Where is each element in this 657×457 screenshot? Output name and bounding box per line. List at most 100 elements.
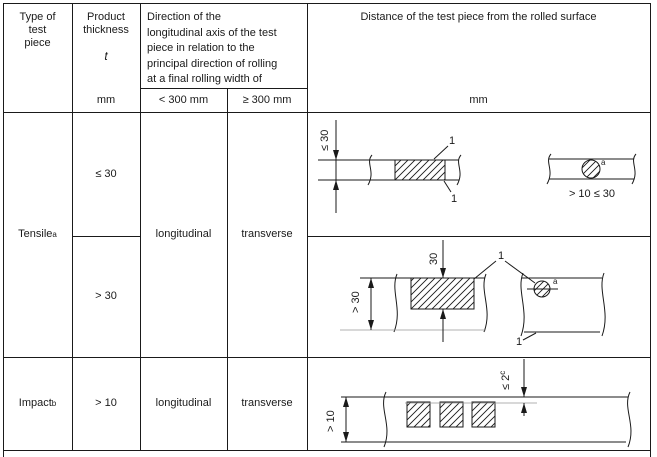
break-line [456, 154, 462, 186]
arrowhead-down [343, 432, 349, 442]
cell-tensile-direction-ge300: transverse [241, 228, 293, 240]
table-gridline [140, 88, 308, 89]
thickness-dim-label: > 30 [350, 291, 362, 313]
footnote-ref-a: a [601, 158, 606, 167]
thickness-dimension: > 10 [325, 396, 386, 443]
arrowhead-up [368, 278, 374, 288]
cell-impact-direction-lt300: longitudinal [155, 397, 212, 409]
arrowhead-down [333, 150, 339, 160]
round-piece-plate: a [520, 272, 606, 337]
footnote-ref-c: c [498, 371, 507, 375]
edge-distance-value: ≤ 2 [500, 375, 512, 390]
table-gridline [227, 88, 228, 451]
round-piece-range-label: > 10 ≤ 30 [569, 188, 615, 200]
impact-test-piece [471, 401, 496, 428]
table-gridline [3, 112, 651, 113]
break-line [367, 154, 373, 186]
round-test-piece [533, 280, 551, 298]
header-line: at a final rolling width of [147, 73, 262, 85]
break-line [393, 273, 398, 333]
header-line: Direction of the [147, 11, 221, 23]
table-gridline [72, 236, 141, 237]
column-header-direction: Direction of the longitudinal axis of th… [141, 4, 307, 93]
break-line [627, 391, 632, 448]
header-line: piece [24, 37, 51, 49]
round-piece-plate: a > 10 ≤ 30 [546, 153, 637, 200]
break-line [483, 273, 488, 333]
thickness-dim-label: > 10 [325, 410, 337, 432]
header-line: test [28, 24, 47, 36]
table-gridline [3, 357, 651, 358]
test-piece-section [394, 159, 446, 181]
arrowhead-up [521, 403, 527, 413]
leader-1-surface: 1 [516, 332, 537, 348]
depth-dim-label: 30 [428, 253, 440, 265]
leader-label: 1 [451, 193, 457, 205]
table-gridline [307, 236, 651, 237]
leader-1: 1 [473, 250, 536, 284]
unit-thickness: mm [96, 93, 116, 106]
impact-diagram: > 10 ≤ 2c [325, 359, 632, 448]
thickness-dimension: ≤ 30 [319, 120, 339, 213]
impact-test-piece [406, 401, 431, 428]
leader-label: 1 [516, 336, 522, 348]
cell-tensile-direction-lt300: longitudinal [155, 228, 212, 240]
header-line: Type of [19, 11, 56, 23]
subheader-width-lt-300: < 300 mm [158, 93, 209, 106]
header-line: Product [87, 11, 125, 23]
footnote-ref-a: a [553, 277, 558, 286]
thickness-dimension: > 30 [350, 278, 374, 330]
cell-thickness-gt-10: > 10 [95, 397, 117, 409]
depth-dimension: 30 [428, 240, 446, 342]
header-line: thickness [83, 24, 129, 36]
header-line: principal direction of rolling [147, 57, 278, 70]
edge-distance-label: ≤ 2c [498, 371, 512, 390]
table-border-left [3, 3, 4, 457]
leader-label: 1 [498, 250, 504, 262]
break-line [520, 272, 525, 337]
cell-impact-direction-ge300: transverse [241, 397, 293, 409]
break-line [601, 272, 606, 337]
table-border-right [650, 3, 651, 457]
leader-1-bottom: 1 [443, 180, 457, 205]
thick-plate-cross-section [340, 273, 488, 333]
break-line [631, 153, 637, 185]
column-header-distance: Distance of the test piece from the roll… [360, 11, 597, 23]
table-border-top [3, 3, 651, 4]
impact-test-piece [439, 401, 464, 428]
leader-label: 1 [449, 135, 455, 147]
arrowhead-down [521, 387, 527, 397]
arrowhead-down [368, 320, 374, 330]
table-border-bottom [3, 450, 651, 451]
tensile-thin-diagram: ≤ 30 1 1 a > 10 ≤ 30 [318, 120, 637, 213]
impact-label: Impact [18, 397, 52, 409]
test-piece-section [410, 277, 475, 310]
round-test-piece [581, 159, 601, 179]
plate-cross-section [383, 391, 632, 448]
arrowhead-up [440, 309, 446, 319]
arrowhead-up [333, 180, 339, 190]
column-header-type-of-test-piece: Type of test piece [4, 4, 71, 118]
break-line [546, 153, 552, 185]
table-gridline [140, 3, 141, 451]
table-gridline [307, 3, 308, 451]
header-line: longitudinal axis of the test [147, 26, 277, 39]
unit-distance: mm [469, 93, 488, 106]
extension-lines [341, 396, 386, 443]
leader-1-top: 1 [433, 135, 455, 160]
tensile-label: Tensile [18, 228, 53, 240]
table-gridline [72, 3, 73, 451]
header-line: piece in relation to the [147, 42, 255, 54]
arrowhead-down [440, 268, 446, 278]
cell-thickness-gt-30: > 30 [95, 290, 117, 302]
edge-distance-dimension: ≤ 2c [498, 359, 527, 416]
thickness-dim-label: ≤ 30 [319, 130, 331, 151]
cell-thickness-le-30: ≤ 30 [95, 167, 117, 180]
tensile-thick-diagram: 30 > 30 1 a 1 [340, 240, 606, 348]
break-line [383, 391, 388, 448]
flat-plate-cross-section [318, 154, 462, 186]
arrowhead-up [343, 397, 349, 407]
